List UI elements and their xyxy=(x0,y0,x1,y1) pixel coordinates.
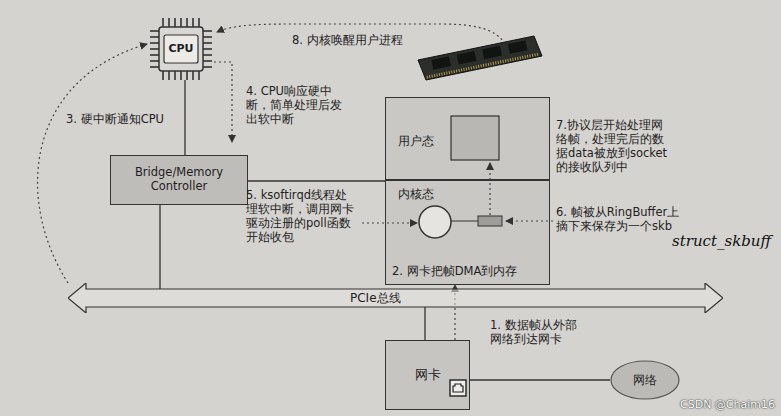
bus-wire xyxy=(424,307,425,340)
chip-pin xyxy=(174,18,176,27)
step-note: 2. 网卡把帧DMA到内存 xyxy=(392,264,517,278)
chip-pin xyxy=(192,71,194,80)
handwritten-note: struct_skbuff xyxy=(672,232,771,250)
step-note: 6. 帧被从RingBuffer上摘下来保存为一个skb xyxy=(556,205,684,233)
chip-pin xyxy=(203,60,212,62)
node-text: PCIe总线 xyxy=(350,291,401,305)
memory-stick xyxy=(418,36,542,80)
chip-pin xyxy=(203,66,212,68)
nic-box: 网卡 xyxy=(385,340,470,410)
memory-chip xyxy=(508,40,528,53)
memory-chip xyxy=(482,46,502,59)
skb-block xyxy=(478,216,502,226)
chip-pin xyxy=(203,36,212,38)
bus-wire xyxy=(470,379,610,380)
chip-pin xyxy=(168,18,170,27)
chip-pin xyxy=(203,30,212,32)
memory-chip xyxy=(431,56,451,69)
chip-pin xyxy=(186,71,188,80)
chip-pin xyxy=(162,18,164,27)
ethernet-port xyxy=(449,379,467,397)
chip-pin xyxy=(150,54,159,56)
network-cloud: 网络 xyxy=(610,360,680,400)
step5-arrow xyxy=(362,222,417,223)
chip-pin xyxy=(150,42,159,44)
controller-box: Bridge/Memory Controller xyxy=(110,155,248,205)
bus-wire xyxy=(248,180,385,181)
chip-pin xyxy=(150,48,159,50)
bus-arrow xyxy=(68,283,723,313)
chip-pin xyxy=(203,54,212,56)
step-note: 8. 内核唤醒用户进程 xyxy=(292,33,403,47)
step4-arrow xyxy=(214,62,232,142)
node-text: 网卡 xyxy=(411,367,445,383)
node-text: CPU xyxy=(164,42,197,55)
step7-arrow xyxy=(489,163,490,215)
step-note: 3. 硬中断通知CPU xyxy=(66,112,164,126)
chip-pin xyxy=(180,18,182,27)
chip-pin xyxy=(198,18,200,27)
step-note: 1. 数据帧从外部网络到达网卡 xyxy=(490,318,582,346)
chip-pin xyxy=(150,60,159,62)
chip-pin xyxy=(174,71,176,80)
chip-pin xyxy=(186,18,188,27)
cpu-chip: CPU xyxy=(150,18,212,80)
chip-pin xyxy=(203,48,212,50)
chip-die xyxy=(164,35,198,63)
node-text: 网络 xyxy=(629,373,661,387)
watermark: CSDN @Chaim16 xyxy=(680,398,775,412)
port-frame xyxy=(450,380,466,396)
chip-pin xyxy=(192,18,194,27)
chip-pin xyxy=(180,71,182,80)
chip-pin xyxy=(162,71,164,80)
memory-contacts xyxy=(427,54,539,77)
chip-pin xyxy=(198,71,200,80)
step-note: 5. ksoftirqd线程处理软中断，调用网卡驱动注册的poll函数开始收包 xyxy=(246,188,358,244)
chip-body xyxy=(159,27,203,71)
memory-chips xyxy=(424,38,539,77)
step-note: 4. CPU响应硬中断，简单处理后发出软中断 xyxy=(246,84,346,126)
memory-box-fill xyxy=(385,97,550,285)
bus-wire xyxy=(159,205,160,289)
bus-wire xyxy=(184,80,185,155)
memory-board xyxy=(418,36,542,80)
node-text: Bridge/Memory Controller xyxy=(111,166,247,194)
memory-chip xyxy=(457,51,477,64)
step-note: 7.协议层开始处理网络帧，处理完后的数据data被放到socket的接收队列中 xyxy=(556,118,674,174)
node-text: 用户态 xyxy=(398,134,434,148)
user-space-area: 用户态 xyxy=(385,97,550,180)
ring-buffer xyxy=(419,206,451,238)
chip-pin xyxy=(203,42,212,44)
node-text: 内核态 xyxy=(398,187,434,201)
pcie-bus: PCIe总线 xyxy=(68,283,723,313)
step6-arrow xyxy=(506,220,553,221)
ring-to-skb xyxy=(451,221,478,222)
socket-queue xyxy=(451,116,499,160)
chip-pin xyxy=(150,36,159,38)
chip-pin xyxy=(150,30,159,32)
chip-pin xyxy=(150,66,159,68)
port-socket xyxy=(453,384,463,392)
chip-pin xyxy=(168,71,170,80)
network-ellipse xyxy=(611,361,679,399)
